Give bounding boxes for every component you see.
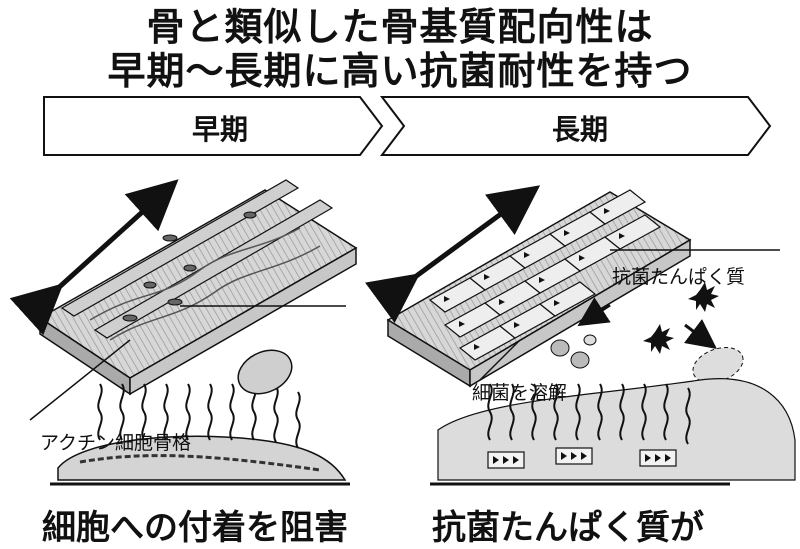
- conclusion-early: 細胞への付着を阻害: [42, 508, 348, 548]
- phase-chevron-early: [43, 96, 384, 156]
- conclusion-long: 抗菌たんぱく質が: [432, 508, 704, 548]
- phase-chevron-long: [379, 96, 772, 156]
- title-line-2: 早期〜長期に高い抗菌耐性を持つ: [107, 49, 693, 93]
- long-cell-body: [437, 378, 796, 481]
- long-panel: [365, 185, 796, 486]
- label-actin: アクチン細胞骨格: [40, 432, 192, 454]
- title-line-1: 骨と類似した骨基質配向性は: [146, 5, 654, 49]
- phase-label-long: 長期: [551, 113, 608, 146]
- phase-label-early: 早期: [191, 113, 248, 146]
- diagram-canvas: [9, 96, 796, 486]
- label-dissolve: 細菌を溶解: [472, 382, 568, 404]
- early-bacterium: [237, 349, 293, 395]
- label-antibacterial-protein: 抗菌たんぱく質: [612, 266, 746, 288]
- early-panel: [9, 179, 358, 486]
